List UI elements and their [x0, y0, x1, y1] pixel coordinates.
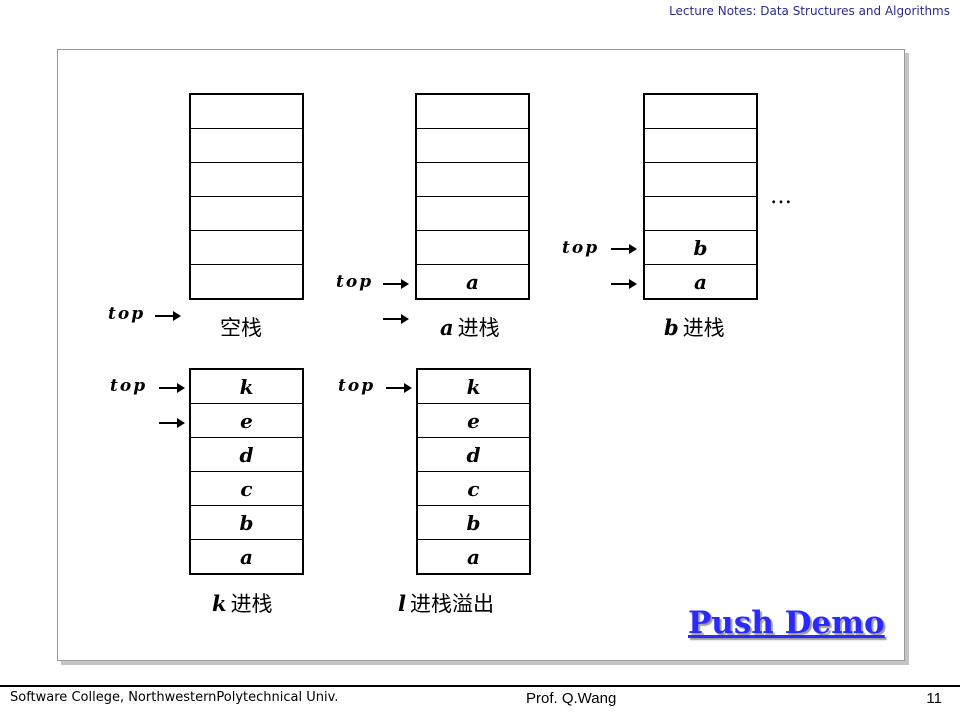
caption-text: 空栈 [220, 316, 262, 340]
second-arrow [159, 418, 185, 428]
stack-cell: a [467, 544, 480, 569]
stack-cell [191, 197, 302, 231]
page-number: 11 [926, 690, 942, 707]
stack-cell [191, 231, 302, 265]
top-pointer-label: top [336, 272, 374, 292]
stack-cell: d [418, 438, 529, 472]
caption-text: 进栈溢出 [409, 592, 494, 616]
stack-cell: b [191, 506, 302, 540]
stack-cell: e [191, 404, 302, 438]
push-demo-link[interactable]: Push Demo [688, 605, 885, 641]
stack-cell: a [466, 269, 479, 294]
stack-cell: k [191, 370, 302, 404]
bottom-arrow [611, 279, 637, 289]
stack-k-pushed: k e d c b a [189, 368, 304, 575]
stack-cell [645, 163, 756, 197]
stack-cell [191, 265, 302, 298]
caption-text: 进栈 [230, 592, 273, 616]
stack-l-overflow: k e d c b a [416, 368, 531, 575]
caption-var: a [440, 315, 454, 340]
bottom-arrow [383, 314, 409, 324]
stack-cell [645, 95, 756, 129]
top-pointer-label: top [108, 304, 146, 324]
caption-text: 进栈 [682, 316, 725, 340]
stack-cell [191, 129, 302, 163]
footer-divider [0, 685, 960, 687]
stack-cell [417, 231, 528, 265]
caption-empty-stack: 空栈 [216, 312, 262, 342]
stack-a-pushed: a [415, 93, 530, 300]
stack-cell: k [418, 370, 529, 404]
footer-author: Prof. Q.Wang [526, 690, 617, 707]
stack-empty [189, 93, 304, 300]
stack-cell [417, 95, 528, 129]
top-arrow [383, 279, 409, 289]
caption-text: 进栈 [457, 316, 500, 340]
stack-cell: a [694, 269, 707, 294]
stack-cell [645, 129, 756, 163]
top-arrow [155, 311, 181, 321]
continuation-ellipsis: … [770, 184, 792, 209]
stack-cell: c [191, 472, 302, 506]
top-pointer-label: top [562, 238, 600, 258]
top-arrow [159, 383, 185, 393]
stack-cell: b [418, 506, 529, 540]
caption-var: b [664, 315, 679, 340]
stack-cell: a [240, 544, 253, 569]
top-arrow [611, 244, 637, 254]
stack-cell: d [191, 438, 302, 472]
stack-cell [417, 197, 528, 231]
stack-b-pushed: b a [643, 93, 758, 300]
stack-cell [191, 95, 302, 129]
stack-cell [645, 197, 756, 231]
stack-cell: e [418, 404, 529, 438]
stack-cell [191, 163, 302, 197]
footer-institution: Software College, NorthwesternPolytechni… [10, 690, 339, 705]
lecture-header: Lecture Notes: Data Structures and Algor… [669, 4, 950, 18]
top-pointer-label: top [110, 376, 148, 396]
caption-var: l [398, 591, 406, 616]
stack-cell: c [418, 472, 529, 506]
stack-cell: b [645, 231, 756, 265]
top-arrow [386, 383, 412, 393]
stack-cell [417, 163, 528, 197]
stack-cell [417, 129, 528, 163]
caption-var: k [212, 591, 227, 616]
top-pointer-label: top [338, 376, 376, 396]
